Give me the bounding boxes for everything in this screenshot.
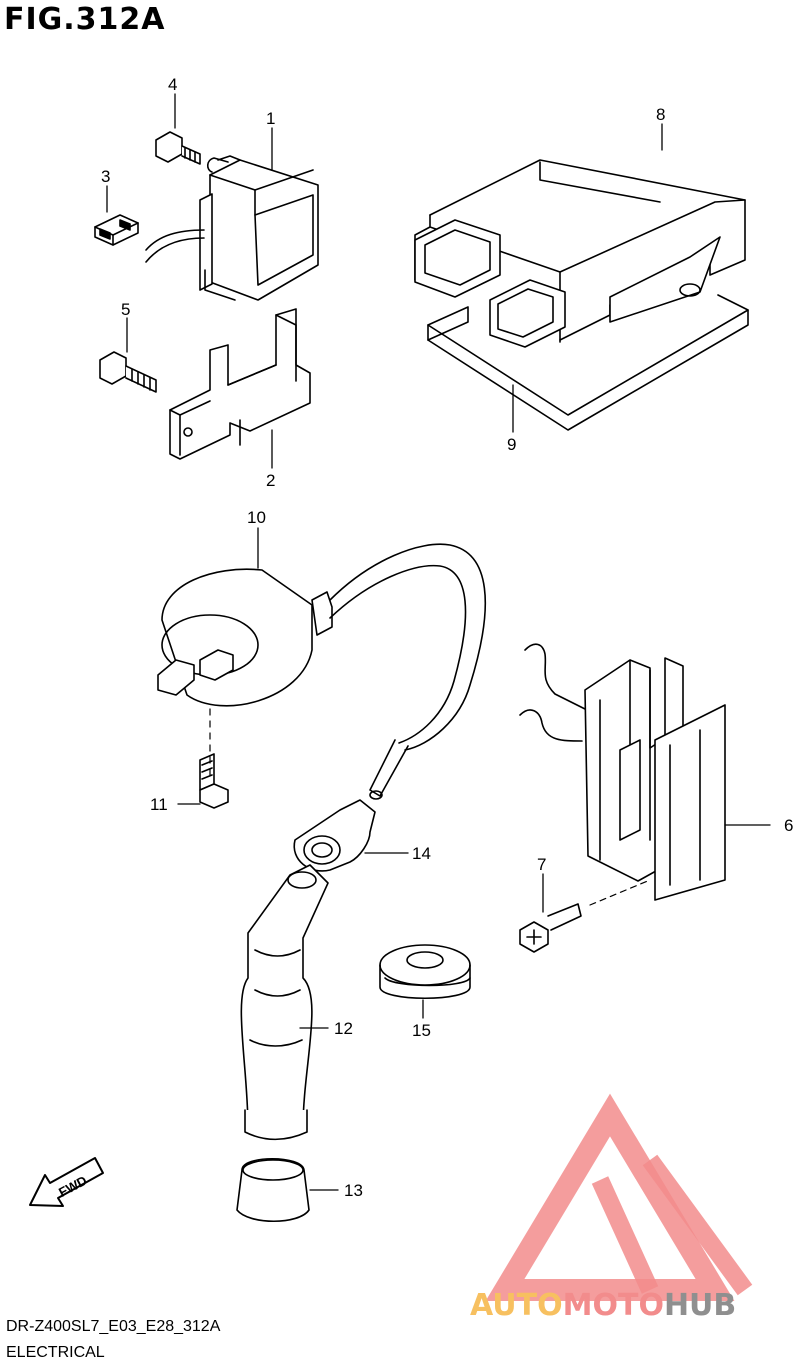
callout-2: 2 <box>266 471 275 490</box>
bolt-11 <box>199 704 229 809</box>
model-code: DR-Z400SL7_E03_E28_312A <box>6 1318 221 1335</box>
watermark-logo: AUTOMOTOHUB <box>470 1093 753 1323</box>
callout-4: 4 <box>168 75 177 94</box>
screw-7 <box>519 879 651 953</box>
callout-1: 1 <box>266 109 275 128</box>
callout-5: 5 <box>121 300 130 319</box>
section-title: ELECTRICAL <box>6 1344 105 1361</box>
bracket-2 <box>169 308 311 460</box>
clip-3 <box>94 214 139 246</box>
callout-3: 3 <box>101 167 110 186</box>
callout-13: 13 <box>344 1181 363 1200</box>
figure-title: FIG.312A <box>4 2 166 37</box>
callout-9: 9 <box>507 435 516 454</box>
fwd-arrow-icon <box>29 1157 104 1207</box>
callout-6: 6 <box>784 816 793 835</box>
callout-8: 8 <box>656 105 665 124</box>
callout-11: 11 <box>150 795 168 814</box>
logo-text-auto: AUTO <box>470 1288 563 1323</box>
callout-15: 15 <box>412 1021 431 1040</box>
leader-lines <box>106 93 771 1191</box>
logo-text-moto: MOTO <box>563 1288 664 1323</box>
logo-text-hub: HUB <box>664 1288 736 1323</box>
regulator-6 <box>519 643 726 901</box>
cap-13 <box>236 1157 310 1223</box>
svg-text:AUTOMOTOHUB: AUTOMOTOHUB <box>470 1288 736 1323</box>
grommet-15 <box>379 944 471 999</box>
bolt-5 <box>99 351 157 393</box>
callout-10: 10 <box>247 508 266 527</box>
callout-14: 14 <box>412 844 431 863</box>
plug-cap-12 <box>240 864 329 1141</box>
ecu-8 <box>414 159 746 348</box>
ignition-coil-10 <box>157 543 487 800</box>
relay-1 <box>145 155 319 301</box>
pad-9 <box>427 294 749 431</box>
bolt-4 <box>155 131 201 165</box>
callout-7: 7 <box>537 855 546 874</box>
boot-14 <box>293 799 376 872</box>
callout-12: 12 <box>334 1019 353 1038</box>
